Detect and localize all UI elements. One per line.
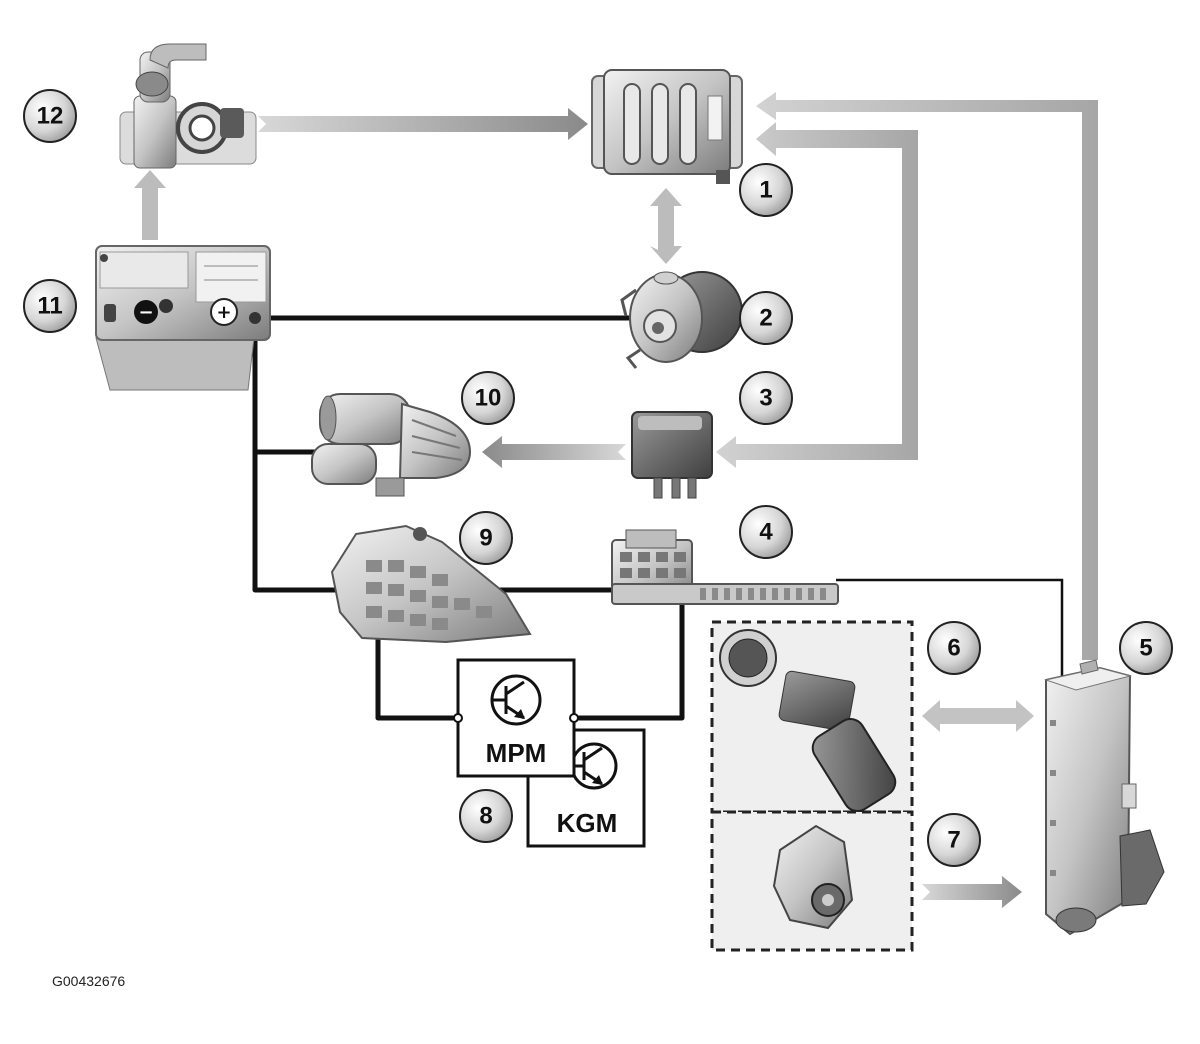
figure-id: G00432676 [52, 973, 125, 989]
starter-motor [311, 393, 472, 497]
mpm-label: MPM [486, 738, 547, 768]
callout-12: 12 [23, 89, 77, 143]
svg-text:5: 5 [1139, 635, 1152, 662]
mpm-module: MPM [453, 658, 579, 778]
wire-mpm-to-junction [572, 604, 685, 721]
power-distribution-box [330, 524, 532, 644]
svg-text:6: 6 [947, 635, 960, 662]
wire-fusebox-to-mpm [375, 636, 458, 721]
callout-7: 7 [927, 813, 981, 867]
svg-text:11: 11 [37, 293, 62, 320]
start-stop-panel [710, 620, 914, 814]
arrow-12-to-1 [258, 108, 588, 140]
svg-text:12: 12 [37, 103, 64, 130]
kgm-label: KGM [557, 808, 618, 838]
arrow-5-to-1 [756, 92, 1098, 660]
svg-text:3: 3 [759, 385, 772, 412]
car-access-module [1044, 659, 1165, 936]
svg-text:7: 7 [947, 827, 960, 854]
callout-10: 10 [461, 371, 515, 425]
battery: − + [95, 245, 271, 391]
wire-junction-to-5 [836, 578, 1064, 676]
arrow-7-to-5 [922, 876, 1022, 908]
callout-1: 1 [739, 163, 793, 217]
connection-arrows [134, 92, 1098, 908]
svg-text:−: − [138, 302, 153, 323]
svg-text:+: + [216, 302, 231, 323]
svg-text:4: 4 [759, 519, 773, 546]
svg-text:9: 9 [479, 525, 492, 552]
arrow-6-to-5 [922, 700, 1034, 732]
svg-text:1: 1 [759, 177, 772, 204]
arrow-3-to-10 [482, 436, 626, 468]
relay [631, 411, 713, 499]
callout-3: 3 [739, 371, 793, 425]
svg-text:2: 2 [759, 305, 772, 332]
arrow-11-to-12 [134, 170, 166, 240]
key-fob-icon [811, 717, 897, 813]
svg-text:8: 8 [479, 803, 492, 830]
callout-9: 9 [459, 511, 513, 565]
callout-8: 8 [459, 789, 513, 843]
callout-5: 5 [1119, 621, 1173, 675]
callout-2: 2 [739, 291, 793, 345]
callout-4: 4 [739, 505, 793, 559]
svg-text:10: 10 [475, 385, 502, 412]
battery-safety-terminal [119, 43, 257, 169]
callout-11: 11 [23, 279, 77, 333]
ignition-lock-panel [710, 810, 914, 952]
arrow-2-to-1 [650, 188, 682, 264]
alternator [620, 271, 743, 369]
control-unit [591, 69, 743, 184]
callout-6: 6 [927, 621, 981, 675]
junction-box [611, 529, 839, 605]
